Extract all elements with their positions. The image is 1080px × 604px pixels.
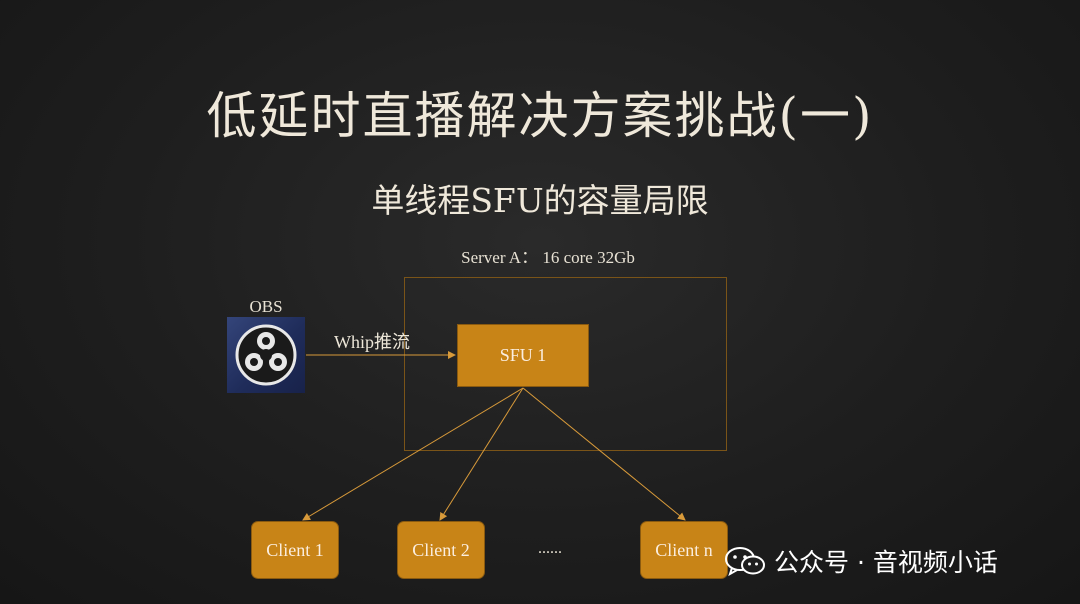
obs-logo-icon: [227, 317, 305, 393]
slide-subtitle: 单线程SFU的容量局限: [371, 181, 709, 220]
client-label: Client 2: [412, 539, 470, 560]
ellipsis-text: ......: [538, 540, 562, 557]
client-label: Client 1: [266, 539, 324, 560]
obs-label: OBS: [249, 297, 283, 316]
sfu-label: SFU 1: [499, 345, 547, 365]
server-label: Server A： 16 core 32Gb: [461, 248, 635, 267]
sfu-to-client1-arrow: [302, 387, 524, 521]
server-box: [404, 277, 727, 451]
wechat-icon: [724, 545, 766, 577]
watermark: 公众号 · 音视频小话: [724, 543, 998, 579]
watermark-text: 公众号 · 音视频小话: [774, 548, 998, 577]
sfu-to-client2-arrow: [439, 387, 524, 521]
client-label: Client n: [655, 539, 713, 560]
sfu-node: SFU 1: [457, 324, 589, 387]
slide-title: 低延时直播解决方案挑战(一): [206, 87, 874, 145]
client-node-2: Client 2: [397, 521, 485, 579]
client-node-n: Client n: [640, 521, 728, 579]
client-node-1: Client 1: [251, 521, 339, 579]
whip-push-label: Whip推流: [334, 332, 410, 352]
sfu-to-clientn-arrow: [522, 387, 686, 521]
